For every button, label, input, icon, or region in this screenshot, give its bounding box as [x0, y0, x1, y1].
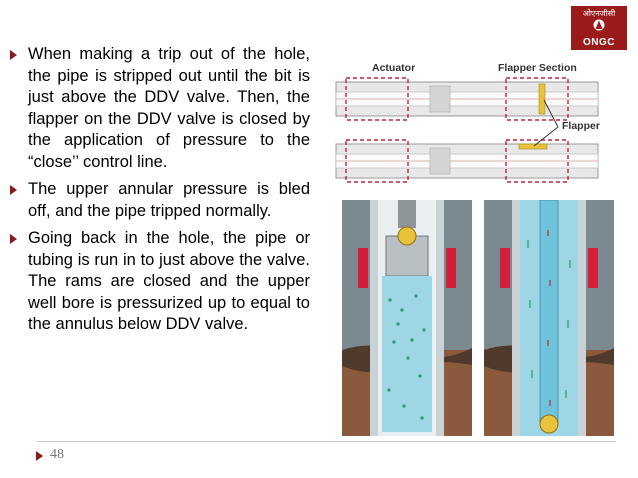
upper-pipe-drawing	[335, 77, 599, 121]
flapper-label: Flapper	[562, 120, 600, 132]
logo-hindi-text: ओएनजीसी	[582, 9, 616, 18]
bullet-text: The upper annular pressure is bled off, …	[28, 180, 310, 220]
lower-pipe-drawing	[335, 139, 599, 183]
logo-brand-text: ONGC	[583, 37, 615, 48]
bullet-arrow-icon	[10, 185, 17, 195]
bullet-item: When making a trip out of the hole, the …	[10, 44, 310, 173]
actuator-label: Actuator	[372, 62, 416, 74]
flapper-leader-lines	[533, 99, 559, 147]
bullet-text: When making a trip out of the hole, the …	[28, 45, 310, 171]
wellbore-illustration-pipe-above-valve	[342, 200, 472, 436]
footer-divider	[36, 441, 616, 442]
ongc-emblem-icon	[593, 19, 605, 31]
bullet-arrow-icon	[10, 50, 17, 60]
ongc-logo: ओएनजीसी ONGC	[571, 6, 627, 50]
bullet-text: Going back in the hole, the pipe or tubi…	[28, 229, 310, 333]
wellbore-illustration-pipe-below-valve	[484, 200, 614, 436]
ddv-valve-diagram: Actuator Flapper Section Flapper	[334, 58, 604, 188]
bullet-item: Going back in the hole, the pipe or tubi…	[10, 228, 310, 336]
flapper-section-label: Flapper Section	[498, 62, 577, 74]
bullet-arrow-icon	[10, 234, 17, 244]
bullet-list: When making a trip out of the hole, the …	[10, 44, 310, 342]
page-arrow-icon	[36, 451, 43, 461]
page-number-text: 48	[50, 447, 64, 462]
ddv-diagram-drawing	[335, 77, 599, 183]
bullet-item: The upper annular pressure is bled off, …	[10, 179, 310, 222]
